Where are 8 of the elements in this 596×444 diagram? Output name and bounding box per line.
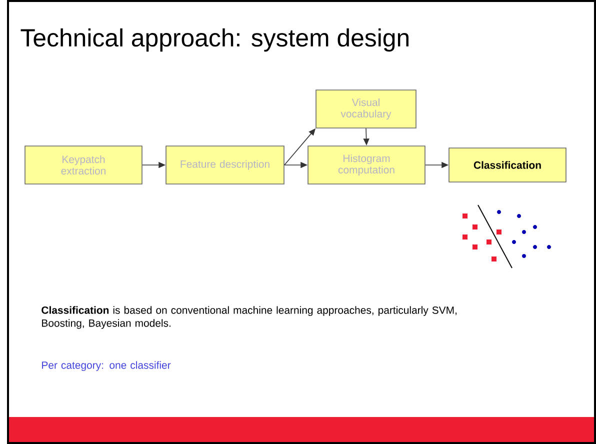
process-box: Classification [448,148,566,182]
text-paragraph: Classification is based on conventional machine learning approaches, particularly SVM, Boosting, Bayesian models. [42,306,456,329]
process-box: Visual vocabulary [316,90,416,128]
text-paragraph: Per category: one classifier [42,361,171,371]
process-box: Keypatch extraction [24,146,142,184]
process-box: Feature description [166,146,284,184]
process-box: Histogram computation [308,146,426,184]
slide-title: Technical approach: system design [20,28,408,52]
